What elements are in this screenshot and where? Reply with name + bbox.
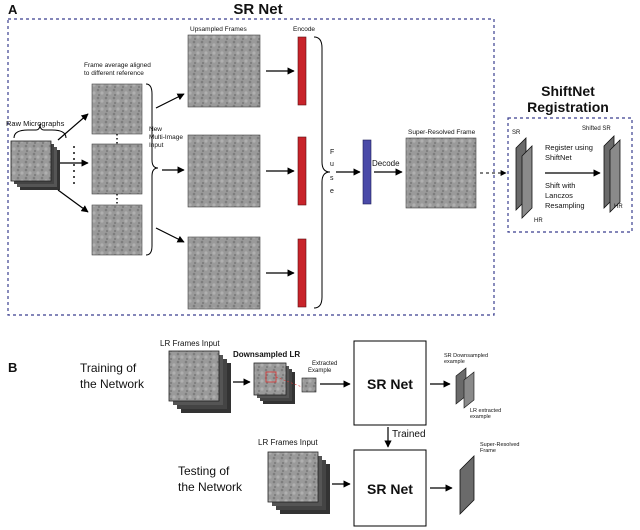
- sr-net-label-1: SR Net: [367, 376, 413, 392]
- arrow-to-average-3: [57, 189, 89, 213]
- register-line2: ShiftNet: [545, 153, 573, 162]
- shifted-hr-label: HR: [614, 204, 623, 210]
- encode-label: Encode: [293, 26, 315, 33]
- lr-frames-stack-2: [267, 451, 330, 514]
- extract-link: [275, 376, 303, 388]
- shiftnet-title-line2: Registration: [527, 99, 609, 115]
- encode-bar-1: [297, 36, 307, 106]
- shift-line3: Resampling: [545, 201, 585, 210]
- shifted-sr-label: Shifted SR: [582, 126, 611, 132]
- upsampled-frame-3: [187, 236, 261, 310]
- raw-micrographs-label: Raw Micrographs: [6, 119, 65, 128]
- decode-bar: [362, 139, 372, 205]
- frame-average-label-line2: to different reference: [84, 70, 144, 77]
- testing-line2: the Network: [178, 480, 243, 494]
- extracted-line2: Example: [308, 368, 332, 374]
- raw-micrograph-stack: [10, 140, 60, 190]
- training-line2: the Network: [80, 377, 145, 391]
- shifted-hr-slab: [609, 139, 621, 213]
- shiftnet-dashed-box: [507, 117, 633, 233]
- sr-example-line2: example: [444, 359, 465, 365]
- new-input-line1: New: [149, 126, 162, 133]
- arrow-to-average-1: [57, 113, 89, 141]
- sr-net-dashed-box: [7, 18, 495, 316]
- lr-example-line1: LR extracted: [470, 408, 501, 414]
- panel-b-letter: B: [8, 360, 17, 375]
- downsampled-lr-stack: [253, 362, 295, 404]
- upsampled-frame-1: [187, 34, 261, 108]
- super-resolved-line2: Frame: [480, 448, 496, 454]
- lr-example-line2: example: [470, 414, 491, 420]
- decode-label: Decode: [372, 159, 400, 168]
- frame-average-column: [91, 83, 143, 256]
- sr-example-line1: SR Downsampled: [444, 353, 488, 359]
- shiftnet-hr-label: HR: [534, 218, 543, 224]
- encode-bar-2: [297, 136, 307, 206]
- sr-net-box-2: [353, 449, 427, 527]
- input-brace: [145, 83, 159, 256]
- arrow-to-upsampled-3: [155, 227, 185, 243]
- new-input-line2: Multi-Image: [149, 134, 183, 141]
- panel-a-letter: A: [8, 2, 18, 17]
- arrow-to-upsampled-1: [155, 93, 185, 109]
- frame-average-1: [91, 83, 143, 135]
- testing-output-slab: [459, 455, 475, 515]
- training-lr-slab: [463, 371, 475, 409]
- extracted-line1: Extracted: [312, 361, 337, 367]
- extracted-example: [301, 377, 317, 393]
- fuse-letter-f: F: [330, 149, 334, 156]
- trained-label: Trained: [392, 429, 426, 440]
- super-resolved-frame: [405, 137, 477, 209]
- sr-net-label-2: SR Net: [367, 481, 413, 497]
- register-line1: Register using: [545, 143, 593, 152]
- frame-average-2: [91, 143, 143, 195]
- lr-frames-input-label-1: LR Frames Input: [160, 339, 220, 348]
- testing-line1: Testing of: [178, 464, 230, 478]
- new-input-line3: Input: [149, 142, 164, 149]
- downsampled-lr-label: Downsampled LR: [233, 350, 300, 359]
- raw-micrographs-brace: [13, 123, 67, 139]
- shiftnet-title-line1: ShiftNet: [541, 83, 595, 99]
- upsampled-frame-2: [187, 134, 261, 208]
- shift-line1: Shift with: [545, 181, 575, 190]
- super-resolved-frame-label: Super-Resolved Frame: [408, 129, 476, 136]
- frame-average-3: [91, 204, 143, 256]
- upsampled-frames-label: Upsampled Frames: [190, 26, 247, 33]
- sr-net-box-1: [353, 340, 427, 426]
- encode-bar-3: [297, 238, 307, 308]
- shiftnet-sr-label: SR: [512, 130, 521, 136]
- fuse-brace: [313, 36, 331, 309]
- shift-line2: Lanczos: [545, 191, 573, 200]
- shiftnet-hr-slab: [521, 145, 533, 219]
- training-line1: Training of: [80, 361, 137, 375]
- lr-frames-input-label-2: LR Frames Input: [258, 438, 318, 447]
- fuse-letter-s: s: [330, 175, 334, 182]
- fuse-letter-u: u: [330, 161, 334, 168]
- lr-frames-stack-1: [168, 350, 231, 413]
- frame-average-label-line1: Frame average aligned: [84, 62, 151, 69]
- fuse-letter-e: e: [330, 188, 334, 195]
- sr-net-title: SR Net: [233, 1, 282, 18]
- super-resolved-line1: Super-Resolved: [480, 442, 519, 448]
